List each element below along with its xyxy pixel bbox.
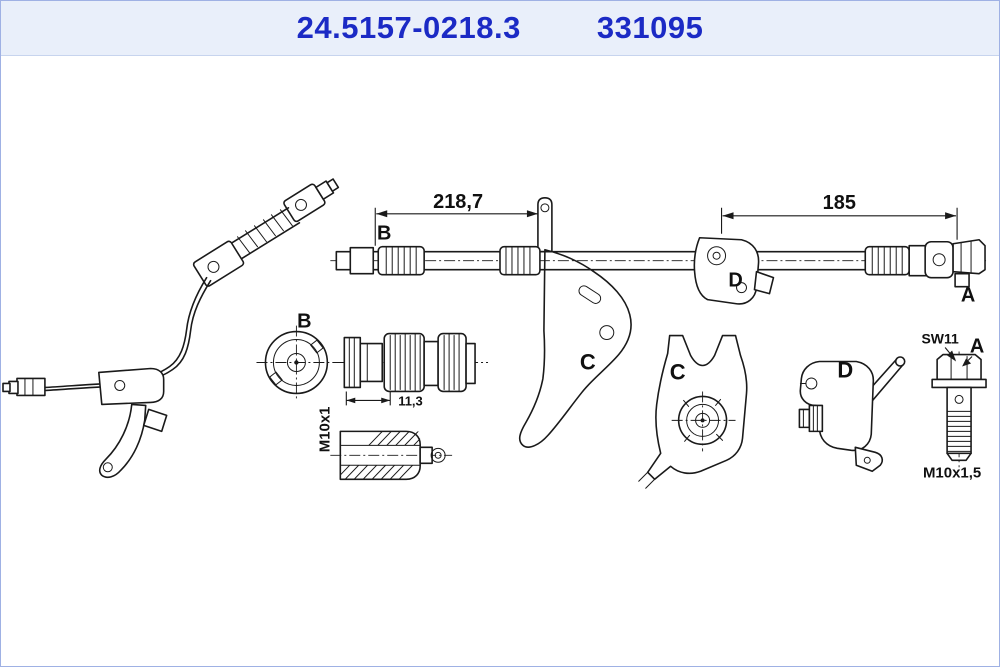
view-c: C (638, 334, 748, 489)
label-a-bolt: A (970, 336, 984, 358)
wrench-size-label: SW11 (921, 331, 958, 347)
dimension-185: 185 (721, 192, 958, 240)
dimension-218-7: 218,7 (374, 191, 538, 246)
label-b-hose: B (377, 223, 391, 245)
bracket-c-on-hose: C (518, 197, 632, 448)
label-d-hose: D (728, 270, 742, 292)
thread-bolt-label: M10x1,5 (923, 464, 981, 481)
dim-text-218-7: 218,7 (433, 191, 483, 213)
label-c-hose: C (580, 349, 596, 374)
dim-text-11-3: 11,3 (398, 393, 423, 408)
bracket-d-on-hose: D (693, 236, 775, 305)
label-a-hose: A (961, 285, 975, 307)
part-number: 24.5157-0218.3 (296, 10, 521, 45)
label-d-view: D (837, 357, 853, 382)
fitting-side-view (334, 332, 489, 393)
main-hose-top: B (330, 223, 988, 276)
left-hose-assembly (2, 178, 340, 479)
bolt-a: SW11 A M10x1,5 (921, 331, 987, 481)
thread-inner-label: M10x1 (316, 406, 333, 452)
dim-text-185: 185 (823, 192, 856, 214)
title-bar: 24.5157-0218.3 331095 (1, 1, 999, 56)
view-b: B (256, 311, 337, 400)
technical-diagram: C B D (2, 178, 988, 489)
label-b-view: B (297, 311, 311, 333)
thread-spec-section: M10x1 11,3 (316, 391, 453, 481)
catalog-number: 331095 (596, 10, 704, 45)
label-c-view: C (670, 359, 686, 384)
end-fitting-a: A (908, 238, 986, 307)
view-d: D (798, 356, 906, 473)
